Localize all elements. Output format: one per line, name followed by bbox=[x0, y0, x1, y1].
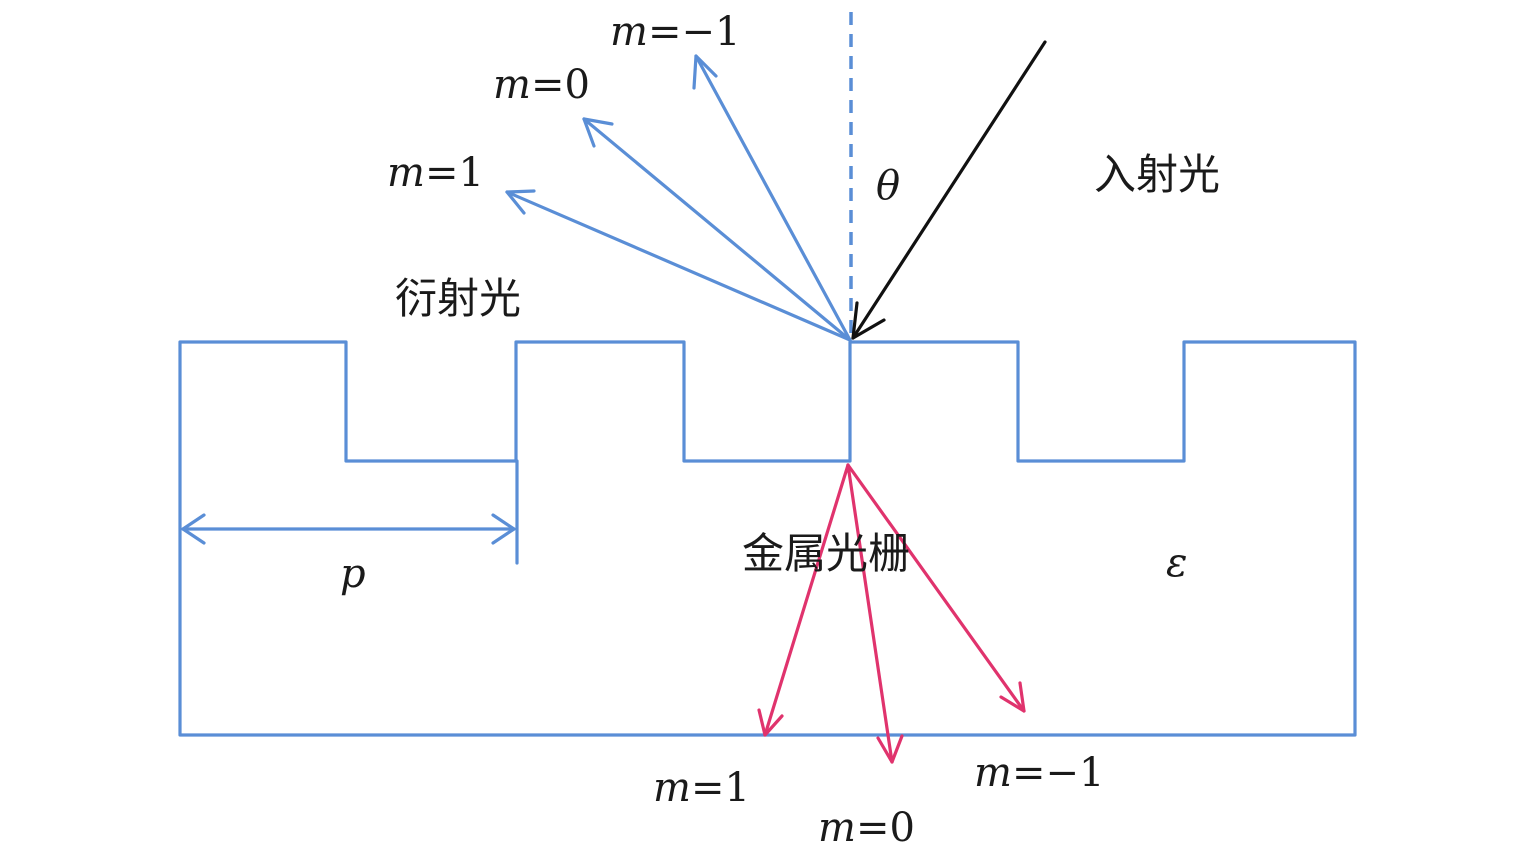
incident-light-label: 入射光 bbox=[1094, 150, 1220, 199]
diffracted-light-label: 衍射光 bbox=[395, 274, 521, 323]
incident-ray bbox=[851, 40, 1047, 340]
incident-arrowhead bbox=[851, 301, 886, 340]
reflected-ray-m-minus-1 bbox=[692, 54, 852, 342]
transmitted-order-label-m-1: m=1 bbox=[653, 765, 750, 811]
period-label: p bbox=[340, 551, 366, 597]
metal-grating-outline bbox=[178, 340, 1357, 737]
reflected-ray-m-1 bbox=[505, 189, 852, 342]
reflected-ray-m-0 bbox=[582, 117, 852, 342]
reflected-order-label-m-minus-1: m=−1 bbox=[610, 9, 740, 55]
transmitted-ray-m-1 bbox=[757, 463, 850, 737]
metal-grating-label: 金属光栅 bbox=[742, 529, 910, 578]
transmitted-order-label-m-0: m=0 bbox=[818, 805, 915, 851]
reflected-order-label-m-1: m=1 bbox=[387, 150, 484, 196]
grating-profile bbox=[178, 340, 1357, 737]
transmitted-order-label-m-minus-1: m=−1 bbox=[974, 750, 1104, 796]
period-dimension bbox=[181, 459, 519, 565]
reflected-order-label-m-0: m=0 bbox=[493, 62, 590, 108]
transmitted-ray-m-minus-1 bbox=[846, 463, 1026, 713]
angle-theta-label: θ bbox=[876, 163, 900, 209]
permittivity-label: ε bbox=[1166, 540, 1187, 586]
transmitted-ray-m-0 bbox=[846, 463, 904, 764]
